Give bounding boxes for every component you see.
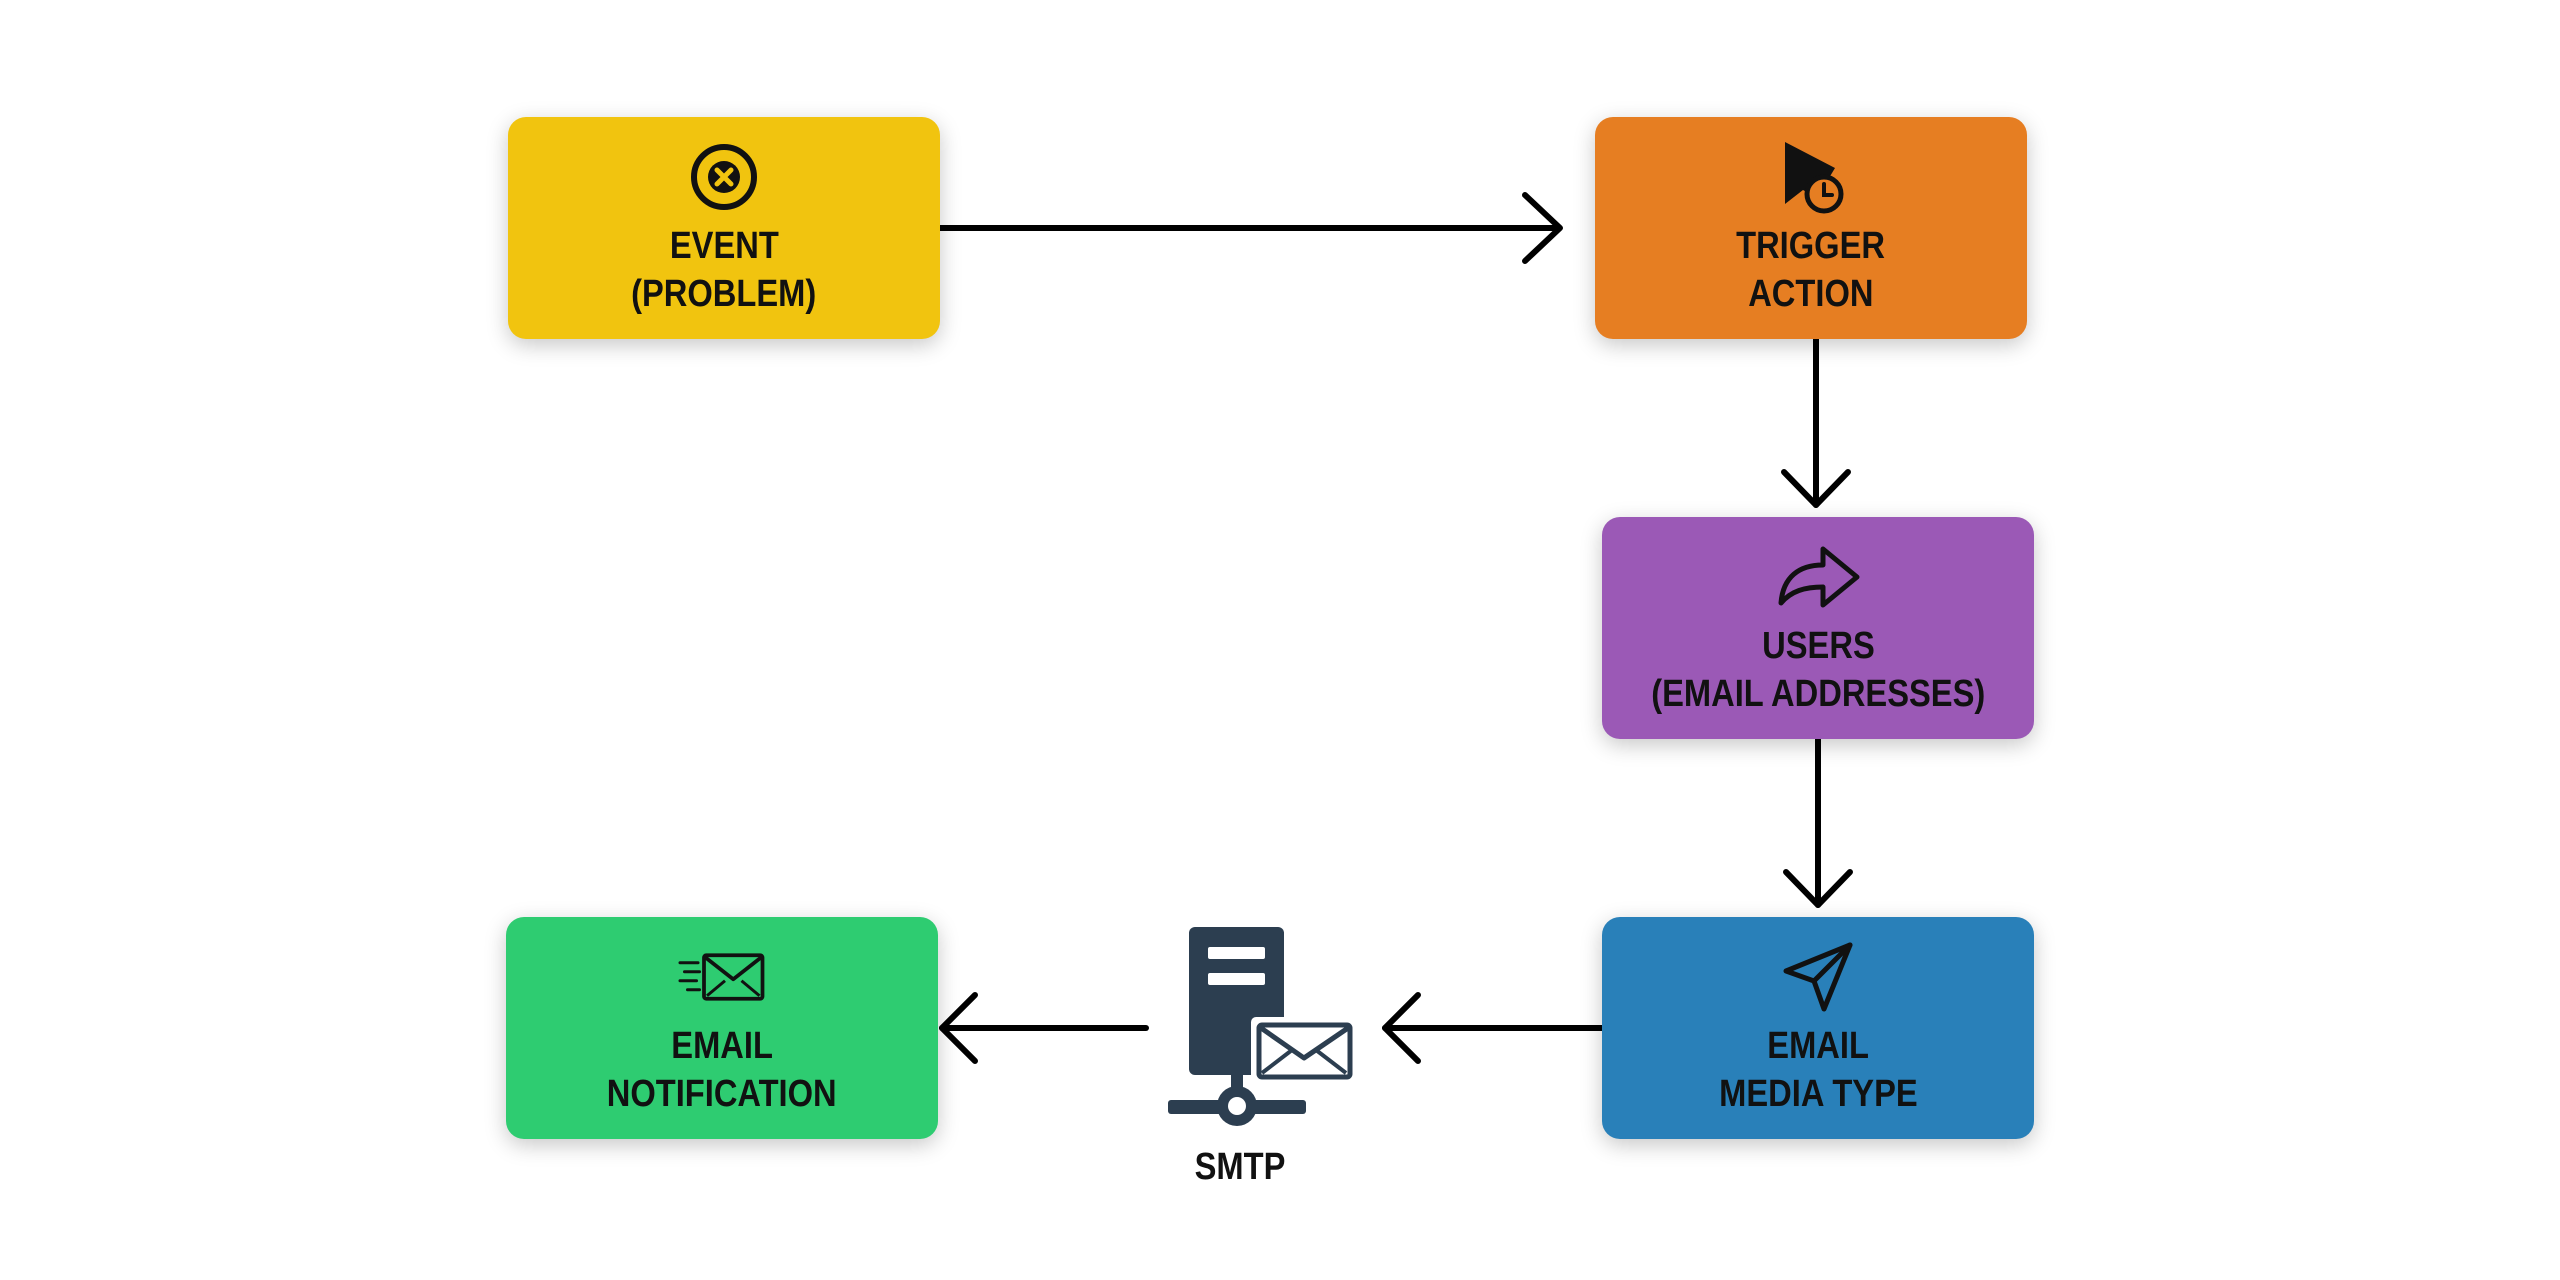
node-trigger-subtitle: ACTION xyxy=(1748,273,1874,315)
node-media-subtitle: MEDIA TYPE xyxy=(1718,1073,1918,1115)
node-event-title: EVENT xyxy=(669,225,779,267)
node-users-subtitle: (EMAIL ADDRESSES) xyxy=(1650,673,1986,715)
node-notify-subtitle: NOTIFICATION xyxy=(607,1073,837,1115)
mail-server-icon xyxy=(1168,927,1358,1126)
edge-users-to-media xyxy=(1783,736,1853,908)
edge-smtp-to-notify xyxy=(939,992,1149,1064)
edge-media-to-smtp xyxy=(1382,992,1605,1064)
close-circle-icon xyxy=(679,138,769,216)
edge-trigger-to-users xyxy=(1781,336,1851,508)
node-media-title: EMAIL xyxy=(1767,1025,1869,1067)
node-email-notification: EMAIL NOTIFICATION xyxy=(506,917,938,1139)
paper-plane-icon xyxy=(1773,938,1863,1016)
node-event: EVENT (PROBLEM) xyxy=(508,117,940,339)
node-trigger-title: TRIGGER xyxy=(1736,225,1886,267)
share-arrow-icon xyxy=(1773,538,1863,616)
node-users: USERS (EMAIL ADDRESSES) xyxy=(1602,517,2034,739)
fast-email-icon xyxy=(677,938,767,1016)
cursor-clock-icon xyxy=(1766,138,1856,216)
smtp-label: SMTP xyxy=(1194,1146,1286,1188)
edge-event-to-trigger xyxy=(937,192,1563,264)
node-users-title: USERS xyxy=(1761,625,1875,667)
node-event-subtitle: (PROBLEM) xyxy=(631,273,817,315)
node-trigger-action: TRIGGER ACTION xyxy=(1595,117,2027,339)
node-email-media-type: EMAIL MEDIA TYPE xyxy=(1602,917,2034,1139)
node-notify-title: EMAIL xyxy=(671,1025,773,1067)
